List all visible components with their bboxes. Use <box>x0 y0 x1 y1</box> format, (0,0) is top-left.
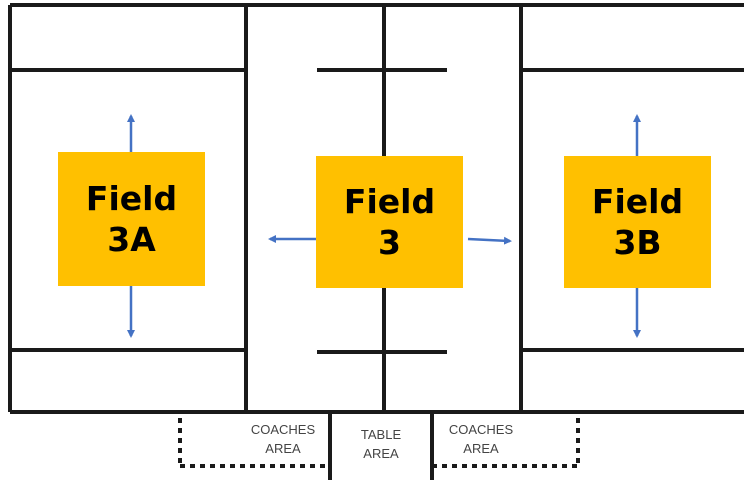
field-3a-label-line1: Field <box>85 179 178 218</box>
field-3a-box: Field 3A <box>58 152 205 286</box>
field-3-label-line1: Field <box>343 182 436 221</box>
table-area-label: TABLE AREA <box>360 427 402 461</box>
sideline-area <box>178 414 580 480</box>
court-dividers <box>244 5 523 412</box>
coaches-area-left-label: COACHES AREA <box>250 422 316 456</box>
direction-arrows <box>127 114 641 338</box>
field-3b-label-line2: 3B <box>613 223 662 262</box>
field-3-box: Field 3 <box>316 156 463 288</box>
arrow-right-icon <box>467 236 512 245</box>
field-3a-label-line2: 3A <box>107 220 156 259</box>
right-court-lines <box>521 68 744 352</box>
court-outline <box>8 3 744 414</box>
field-3-label-line2: 3 <box>378 223 401 262</box>
field-3b-box: Field 3B <box>564 156 711 288</box>
field-3b-label-line1: Field <box>591 182 684 221</box>
left-court-lines <box>10 68 246 352</box>
coaches-area-right-label: COACHES AREA <box>448 422 514 456</box>
